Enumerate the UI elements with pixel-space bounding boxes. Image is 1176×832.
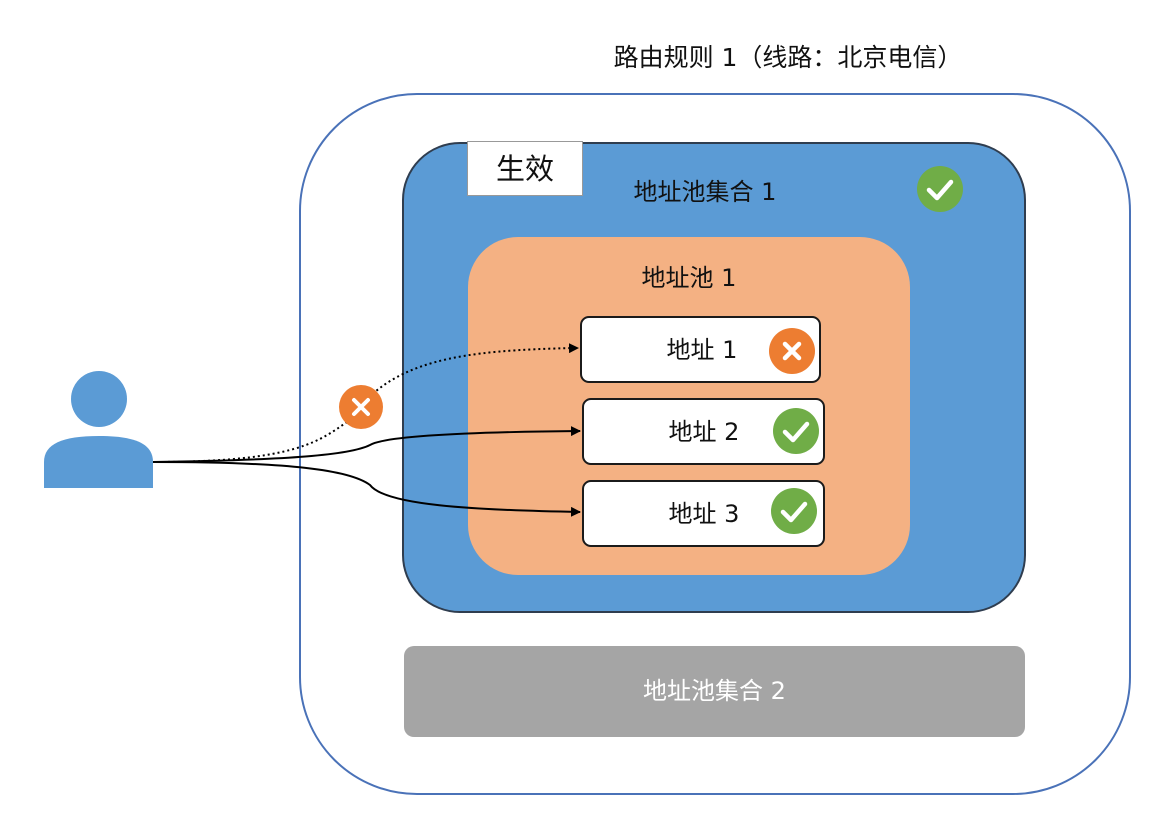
check-icon (773, 408, 819, 454)
route-arrow-address-2 (152, 426, 581, 463)
address-1-label: 地址 1 (666, 336, 738, 364)
cross-icon (769, 328, 815, 374)
check-icon (917, 166, 963, 212)
address-pool-1-label: 地址池 1 (641, 264, 737, 292)
rule-title: 路由规则 1（线路：北京电信） (613, 43, 963, 72)
user-icon (44, 371, 153, 488)
address-pool-set-1-label: 地址池集合 1 (633, 178, 777, 206)
address-2-label: 地址 2 (668, 418, 740, 446)
address-pool-set-2: 地址池集合 2 (404, 646, 1025, 737)
effective-tag: 生效 (467, 141, 583, 196)
cross-icon (339, 385, 383, 429)
check-icon (771, 488, 817, 534)
route-arrow-address-3 (152, 461, 581, 517)
address-3-label: 地址 3 (668, 500, 740, 528)
